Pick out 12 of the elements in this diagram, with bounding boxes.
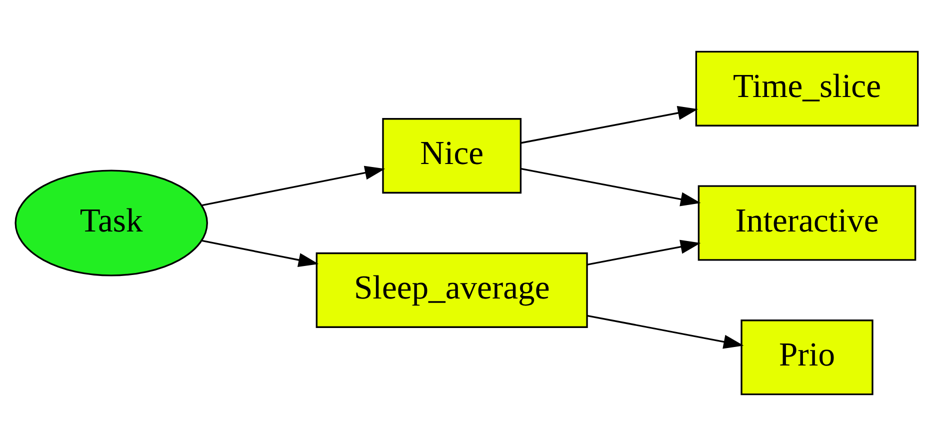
node-box: Interactive bbox=[698, 184, 916, 260]
arrow bbox=[586, 239, 701, 265]
arrow bbox=[586, 314, 744, 348]
node-box: Sleep_average bbox=[316, 252, 588, 328]
node-box: Time_slice bbox=[695, 50, 919, 126]
node-box: Nice bbox=[382, 118, 522, 194]
arrow bbox=[521, 167, 701, 206]
arrow bbox=[202, 165, 386, 206]
node-box: Prio bbox=[740, 319, 874, 395]
node-ellipse: Task bbox=[14, 169, 208, 276]
arrow bbox=[202, 239, 319, 266]
arrow bbox=[521, 106, 698, 144]
